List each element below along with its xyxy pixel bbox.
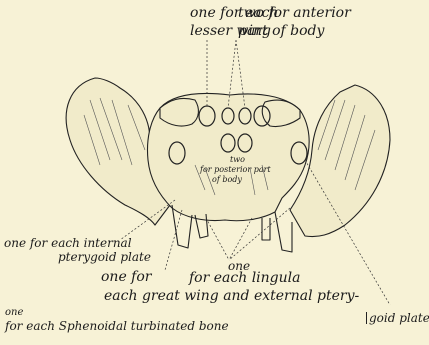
label-posterior-line1: two (230, 156, 245, 164)
label-goid-plate: goid plate (366, 312, 429, 324)
label-internal-pterygoid-line1: one for each internal (4, 237, 132, 249)
label-great-wing: each great wing and external ptery- (104, 289, 359, 303)
label-internal-pterygoid-line2: pterygoid plate (58, 251, 151, 263)
label-posterior-line3: of body (212, 176, 242, 184)
label-turbinated: for each Sphenoidal turbinated bone (5, 320, 229, 332)
label-lingula: for each lingula (189, 271, 300, 285)
right-pterygoid-plates (262, 212, 292, 252)
label-anterior-line1: two for anterior (238, 6, 351, 20)
label-one-for: one for (101, 270, 151, 284)
label-anterior-line2: part of body (238, 24, 324, 38)
label-turbinated-one: one (5, 308, 23, 318)
label-posterior-line2: for posterior part (200, 166, 271, 174)
sphenoid-body (148, 93, 310, 220)
